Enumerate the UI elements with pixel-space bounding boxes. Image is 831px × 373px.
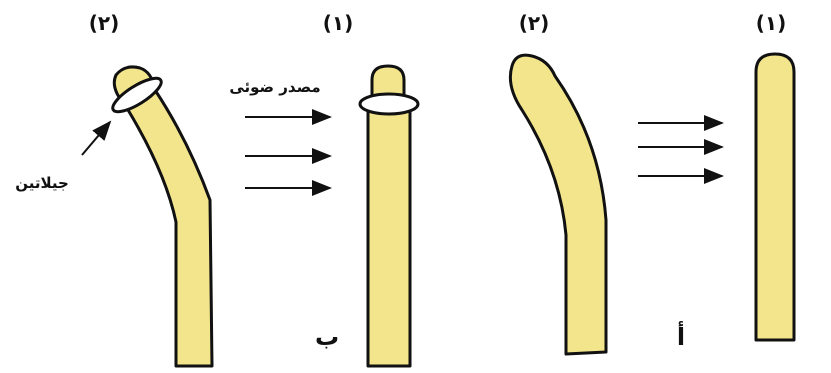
gelatin-pointer-arrow — [82, 122, 110, 155]
panel-b-label: ب — [315, 323, 339, 351]
coleoptile-bent-with-gelatin — [114, 67, 212, 366]
right-item-2-label: (۲) — [519, 11, 550, 35]
light-arrows-left — [245, 117, 330, 188]
gelatin-collar-straight — [360, 94, 418, 114]
left-item-1-label: (۱) — [323, 11, 354, 35]
light-source-label: مصدر ضوئی — [229, 78, 320, 96]
right-item-1-label: (۱) — [756, 11, 787, 35]
gelatin-label: جیلاتین — [15, 174, 69, 192]
light-arrows-right — [638, 123, 722, 176]
coleoptile-straight — [756, 54, 794, 340]
coleoptile-bent — [510, 55, 606, 354]
left-item-2-label: (۲) — [89, 11, 120, 35]
panel-a-label: أ — [677, 321, 685, 351]
